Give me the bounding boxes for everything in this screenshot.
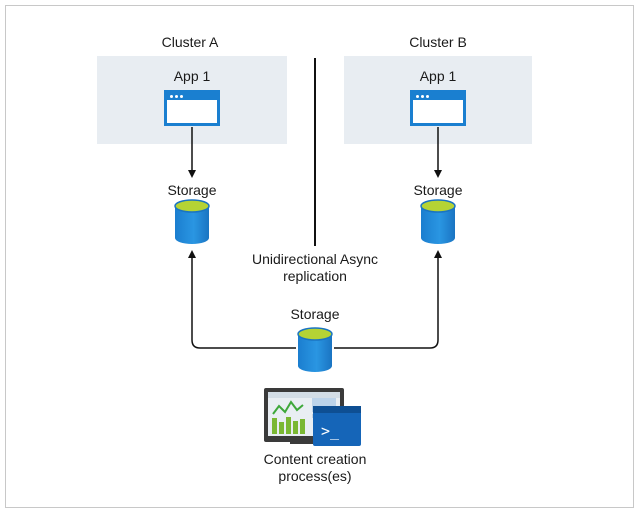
cluster-b-app-label: App 1	[419, 68, 457, 84]
cluster-a-storage-label: Storage	[167, 182, 217, 198]
storage-cylinder-icon	[297, 327, 333, 372]
content-creation-label-line2: process(es)	[278, 468, 352, 484]
replication-arrow-to-b	[334, 250, 442, 349]
replication-label-line1: Unidirectional Async	[251, 251, 379, 267]
diagram-frame	[5, 5, 634, 508]
storage-cylinder-icon	[420, 199, 456, 244]
storage-cylinder-icon	[174, 199, 210, 244]
cluster-b-title: Cluster B	[409, 34, 467, 50]
cluster-a-app-label: App 1	[173, 68, 211, 84]
app-window-icon	[410, 90, 466, 126]
app-window-icon	[164, 90, 220, 126]
cluster-b-storage-label: Storage	[413, 182, 463, 198]
terminal-icon: >_	[313, 406, 361, 446]
replication-label-line2: replication	[283, 268, 347, 284]
central-storage-label: Storage	[290, 306, 340, 322]
content-creation-label-line1: Content creation	[263, 451, 367, 467]
replication-arrow-to-a	[188, 250, 296, 349]
svg-text:>_: >_	[321, 422, 340, 440]
cluster-a-title: Cluster A	[161, 34, 219, 50]
